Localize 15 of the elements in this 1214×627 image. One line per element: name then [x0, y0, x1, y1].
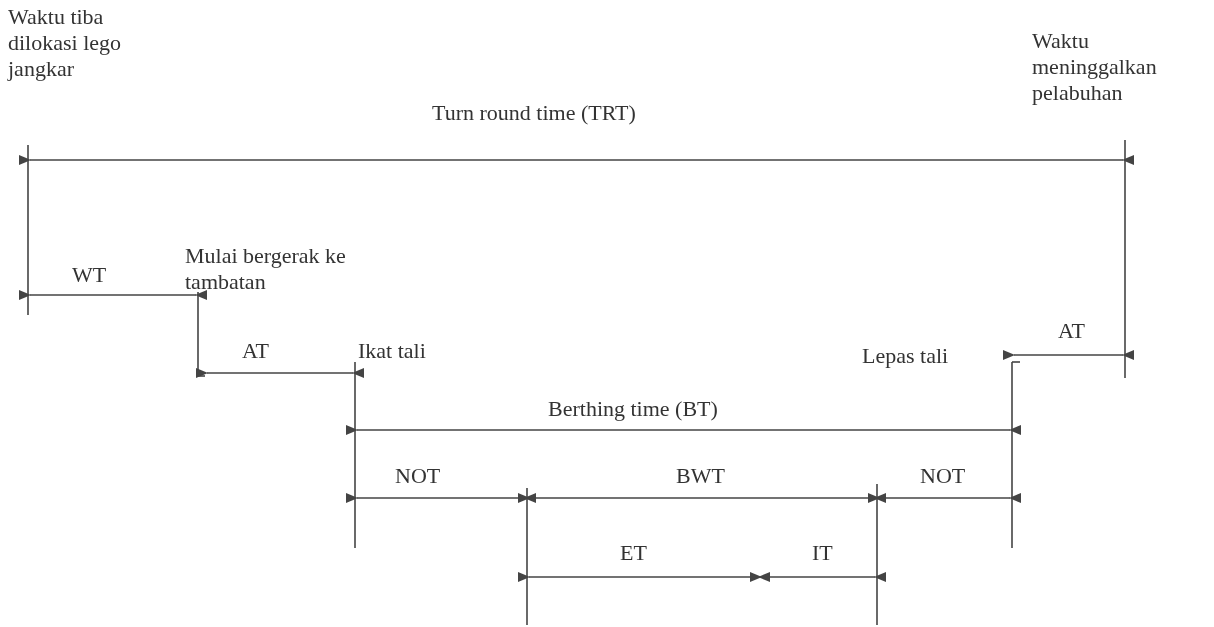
event-note: Ikat tali [358, 338, 426, 364]
duration-label: WT [72, 262, 107, 288]
duration-label: IT [812, 540, 833, 566]
duration-label: AT [242, 338, 269, 364]
duration-label: BWT [676, 463, 725, 489]
event-note: Lepas tali [862, 343, 949, 369]
duration-label: NOT [395, 463, 441, 489]
duration-label: ET [620, 540, 647, 566]
event-note: Mulai bergerak ke tambatan [185, 243, 347, 295]
duration-label: AT [1058, 318, 1085, 344]
duration-label: Turn round time (TRT) [432, 100, 636, 126]
duration-label: NOT [920, 463, 966, 489]
event-note: Waktu meninggalkan pelabuhan [1032, 28, 1158, 106]
event-note: Waktu tiba dilokasi lego jangkar [8, 4, 123, 82]
duration-label: Berthing time (BT) [548, 396, 718, 422]
